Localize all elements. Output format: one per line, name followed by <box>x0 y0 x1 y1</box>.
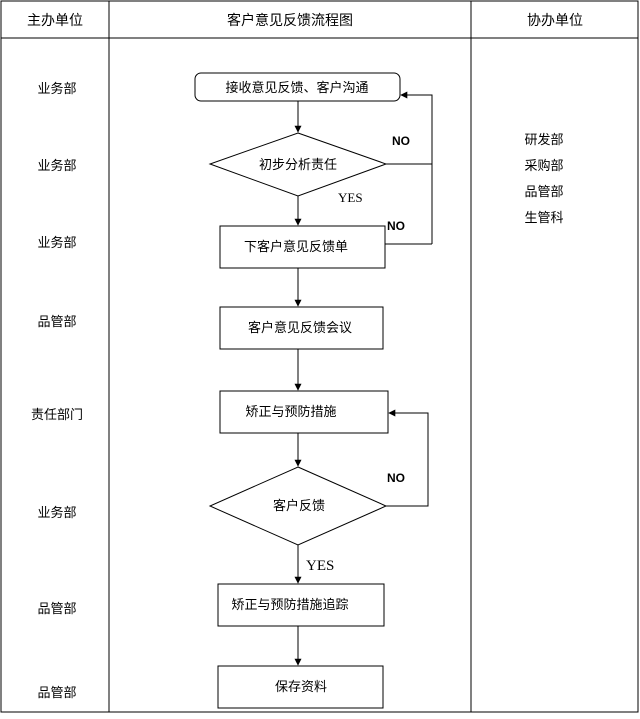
loop-back-to-receive <box>400 91 433 244</box>
label-no-analyze: NO <box>392 134 410 148</box>
primary-unit: 品管部 <box>37 686 76 701</box>
step-archive-text: 保存资料 <box>275 680 327 695</box>
primary-unit: 业务部 <box>37 505 76 521</box>
step-correct-box <box>219 390 389 434</box>
label-yes-analyze: YES <box>338 190 363 205</box>
label-yes-feedback: YES <box>306 558 334 574</box>
step-archive-box <box>217 665 384 709</box>
primary-unit: 责任部门 <box>31 408 83 423</box>
step-track-text: 矫正与预防措施追踪 <box>231 597 348 613</box>
assist-unit: 采购部 <box>524 158 563 174</box>
step-issue-form-box <box>219 225 386 269</box>
label-no-issue: NO <box>387 219 405 233</box>
primary-unit: 业务部 <box>37 158 76 174</box>
primary-unit: 业务部 <box>37 235 76 251</box>
step-meeting-text: 客户意见反馈会议 <box>248 320 352 336</box>
step-receive-text: 接收意见反馈、客户沟通 <box>225 80 368 96</box>
primary-unit: 品管部 <box>37 602 76 617</box>
assist-unit: 研发部 <box>524 132 563 148</box>
primary-unit: 业务部 <box>37 81 76 97</box>
loop-feedback-no <box>386 409 429 507</box>
step-issue-form-text: 下客户意见反馈单 <box>244 239 348 255</box>
decision-analyze-text: 初步分析责任 <box>259 158 337 173</box>
assist-unit: 品管部 <box>524 185 563 200</box>
header-primary-units: 主办单位 <box>27 13 83 29</box>
label-no-feedback: NO <box>387 471 405 485</box>
primary-unit: 品管部 <box>37 315 76 330</box>
step-track-box <box>217 583 385 627</box>
header-assist-units: 协办单位 <box>527 13 583 29</box>
decision-feedback-text: 客户反馈 <box>273 498 325 514</box>
step-correct-text: 矫正与预防措施 <box>245 404 336 420</box>
header-flow-title: 客户意见反馈流程图 <box>227 12 353 29</box>
step-meeting-box <box>219 306 384 350</box>
assist-unit: 生管科 <box>524 211 563 226</box>
